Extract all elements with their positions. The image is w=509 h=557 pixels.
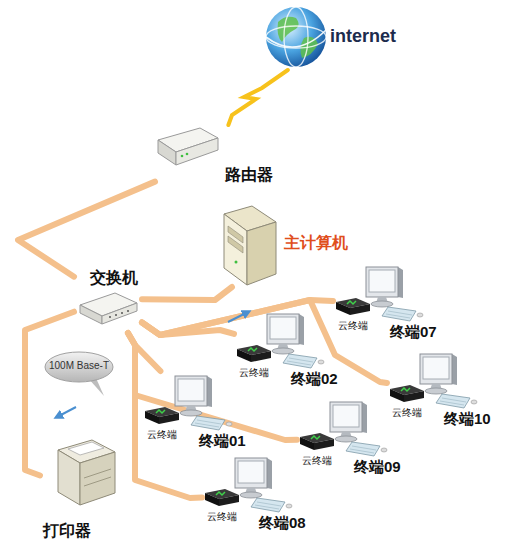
device-label: 云终端 — [207, 511, 237, 523]
switch-port — [109, 316, 111, 318]
callout-text: 100M Base-T — [45, 360, 113, 372]
router-icon — [176, 138, 218, 165]
switch-node: 交换机 — [74, 265, 142, 333]
network-cable — [142, 287, 232, 300]
terminal-label: 终端08 — [259, 514, 306, 532]
terminal-icon — [205, 458, 292, 512]
terminal-icon — [237, 314, 324, 368]
terminal-node: 云终端 终端07 — [333, 262, 451, 345]
terminal-label: 终端01 — [199, 432, 246, 450]
terminal-label: 终端07 — [390, 323, 437, 341]
callout-bubble — [45, 352, 113, 382]
internet-node: internet — [262, 5, 407, 70]
switch-icon — [80, 305, 102, 324]
device-label: 交换机 — [90, 268, 138, 287]
terminal-icon — [390, 354, 477, 408]
device-label: 打印器 — [43, 521, 91, 540]
device-label: 云终端 — [147, 429, 177, 441]
printer-node: 打印器 — [40, 435, 120, 545]
device-label: 云终端 — [392, 407, 422, 419]
terminal-label: 终端09 — [354, 458, 401, 476]
printer-paper — [68, 442, 104, 455]
device-label: 主计算机 — [284, 233, 348, 252]
terminal-icon — [145, 376, 232, 430]
server-node: 主计算机 — [218, 205, 353, 287]
lightning-link — [228, 70, 287, 125]
globe-land — [278, 17, 299, 42]
router-light — [181, 155, 184, 158]
terminal-node: 云终端 终端09 — [297, 397, 415, 480]
internet-label: internet — [330, 26, 396, 48]
callout-node: 100M Base-T — [45, 352, 113, 382]
server-light — [235, 261, 238, 264]
router-node: 路由器 — [155, 125, 280, 185]
globe-orbit — [284, 7, 308, 67]
terminal-node: 云终端 终端10 — [387, 349, 505, 432]
printer-tray — [84, 477, 111, 486]
terminal-node: 云终端 终端08 — [202, 453, 320, 536]
router-light — [186, 153, 189, 156]
terminal-label: 终端02 — [291, 370, 338, 388]
printer-tray — [84, 469, 111, 478]
switch-icon — [102, 303, 137, 324]
flow-arrow — [57, 407, 76, 417]
terminal-icon — [300, 402, 387, 456]
globe-orbit — [266, 26, 326, 48]
globe-icon — [266, 7, 326, 67]
switch-port — [115, 314, 117, 316]
network-cable — [18, 182, 155, 277]
network-cable — [128, 333, 297, 440]
printer-icon — [58, 450, 80, 505]
globe-orbit — [266, 30, 326, 47]
device-label: 路由器 — [225, 165, 273, 184]
device-label: 云终端 — [239, 367, 269, 379]
printer-icon — [80, 452, 115, 505]
terminal-node: 云终端 终端01 — [142, 371, 260, 454]
server-icon — [224, 214, 247, 285]
device-label: 云终端 — [338, 320, 368, 332]
switch-port — [127, 310, 129, 312]
terminal-node: 云终端 终端02 — [234, 309, 352, 392]
switch-port — [121, 312, 123, 314]
server-icon — [247, 222, 276, 285]
drive-bay — [228, 236, 243, 253]
terminal-label: 终端10 — [444, 410, 491, 428]
terminal-icon — [336, 267, 423, 321]
router-icon — [158, 140, 176, 165]
device-label: 云终端 — [302, 455, 332, 467]
flow-arrow — [228, 312, 248, 322]
